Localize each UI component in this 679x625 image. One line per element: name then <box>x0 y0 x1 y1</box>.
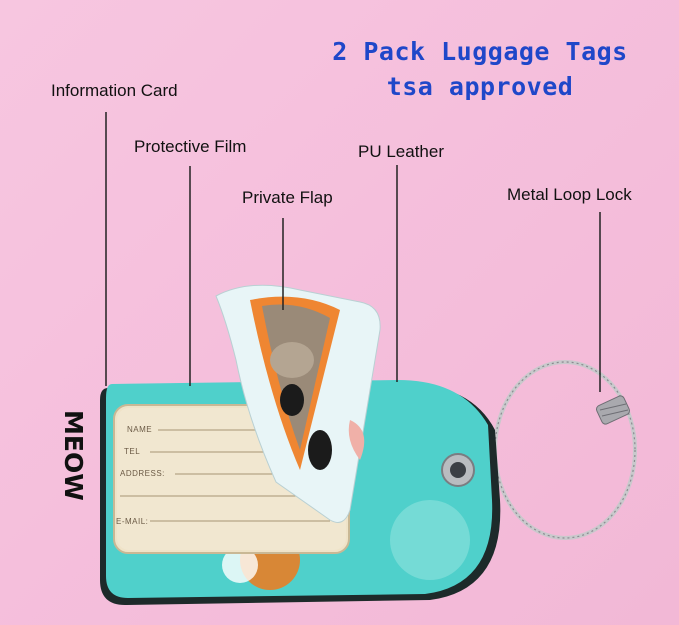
card-field-name: NAME <box>127 425 153 434</box>
card-field-email: E-MAIL: <box>116 517 149 526</box>
callout-metal-loop-lock: Metal Loop Lock <box>507 185 632 204</box>
tag-brand-text: MEOW <box>59 410 88 501</box>
callout-pu-leather: PU Leather <box>358 142 444 161</box>
card-field-address: ADDRESS: <box>120 469 165 478</box>
headline-line-2: tsa approved <box>386 72 574 101</box>
grommet-eyelet <box>441 453 475 487</box>
card-field-tel: TEL <box>124 447 141 456</box>
product-headline: 2 Pack Luggage Tags tsa approved <box>300 34 660 104</box>
callout-information-card: Information Card <box>51 81 178 100</box>
headline-line-1: 2 Pack Luggage Tags <box>332 37 628 66</box>
metal-loop-lock-cable <box>493 360 637 540</box>
callout-protective-film: Protective Film <box>134 137 247 156</box>
callout-private-flap: Private Flap <box>242 188 333 207</box>
